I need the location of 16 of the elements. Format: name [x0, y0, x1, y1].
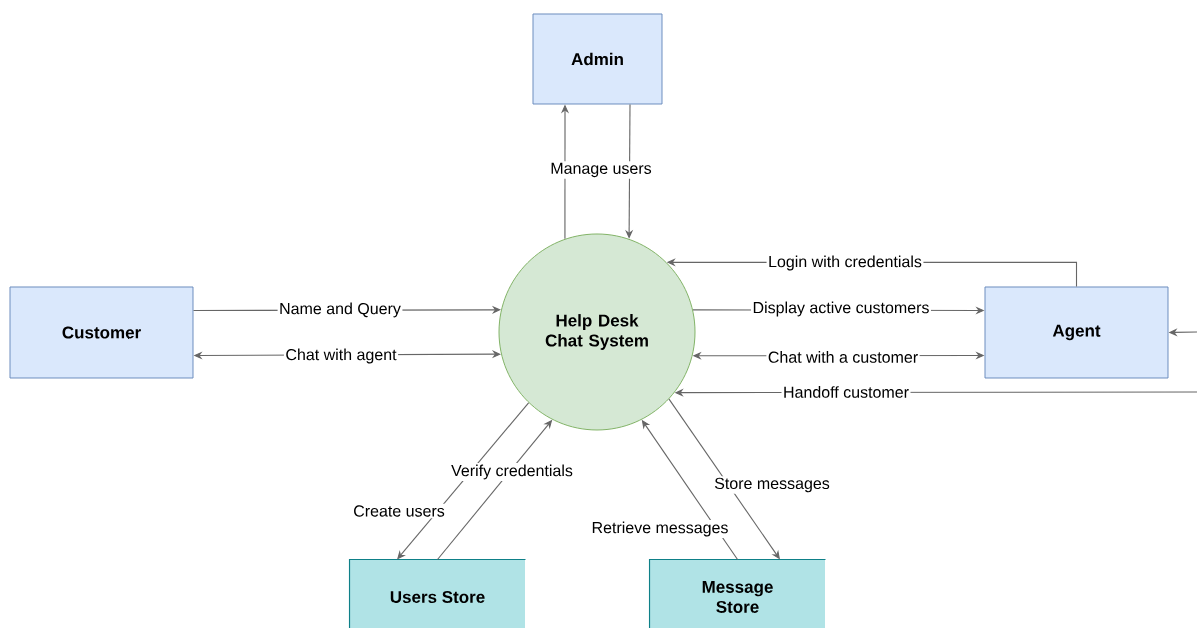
edge-label: Chat with a customer [766, 349, 920, 365]
process-box: Agent [984, 286, 1169, 379]
edge-label: Name and Query [277, 301, 403, 319]
data-store: Message Store [648, 558, 827, 628]
edge-label: Manage users [548, 161, 654, 179]
process-box: Admin [532, 13, 663, 105]
edge-label: Verify credentials [449, 463, 575, 481]
edge-label: Display active customers [751, 300, 931, 318]
edge-label: Retrieve messages [590, 520, 730, 538]
edge-label: Login with credentials [766, 254, 924, 272]
edge-label: Store messages [712, 476, 832, 494]
data-store: Users Store [348, 558, 527, 628]
process-box: Customer [9, 286, 194, 379]
edge-label: Chat with agent [283, 347, 399, 365]
edge-label: Handoff customer [781, 384, 911, 400]
edge-label: Create users [351, 503, 447, 519]
